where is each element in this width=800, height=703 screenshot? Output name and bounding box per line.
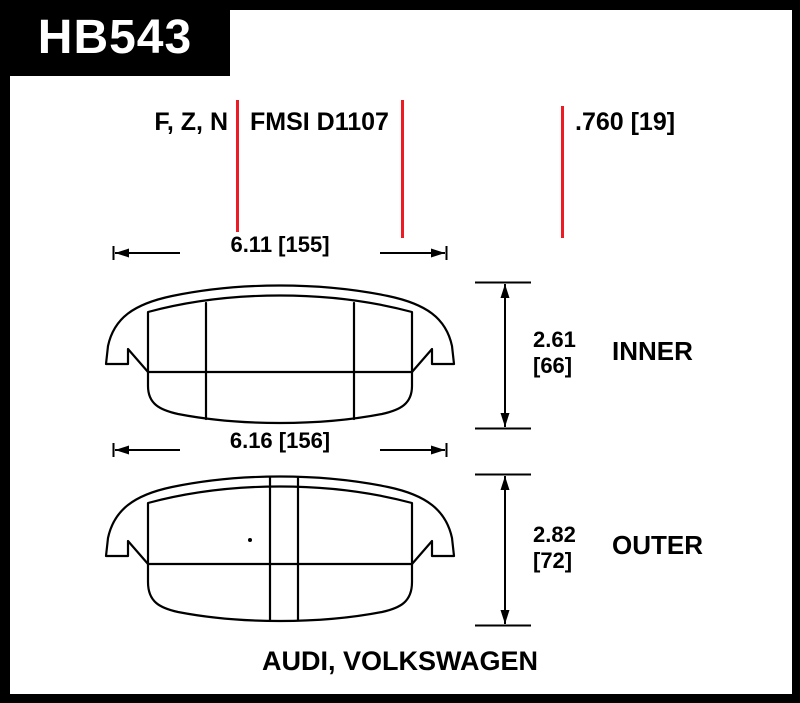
outer-pad-drawing [104, 475, 456, 623]
outer-height-mm: [72] [533, 548, 573, 573]
outer-height-dimension: 2.82 [72] [533, 522, 576, 574]
inner-height-in: 2.61 [533, 327, 576, 352]
red-guide-line-3 [561, 106, 564, 238]
red-guide-line-2 [401, 100, 404, 238]
outer-height-in: 2.82 [533, 522, 576, 547]
inner-height-arrow [475, 281, 531, 430]
compounds-label: F, Z, N [154, 108, 228, 136]
frame-right [792, 0, 800, 703]
application-label: AUDI, VOLKSWAGEN [261, 646, 538, 676]
inner-width-dimension: 6.11 [155] [180, 232, 380, 258]
part-number: HB543 [37, 11, 193, 64]
inner-height-mm: [66] [533, 353, 573, 378]
inner-pad-drawing [104, 284, 456, 425]
thickness-label: .760 [19] [575, 108, 676, 136]
inner-pad-label: INNER [612, 336, 693, 366]
outer-pad-label: OUTER [612, 530, 703, 560]
outer-height-arrow [475, 473, 531, 627]
frame-top [0, 0, 800, 10]
part-number-box: HB543 [0, 0, 230, 76]
frame-left [0, 0, 10, 703]
fmsi-label: FMSI D1107 [250, 108, 389, 136]
red-guide-line-1 [236, 100, 239, 238]
inner-height-dimension: 2.61 [66] [533, 327, 576, 379]
frame-bottom [0, 694, 800, 703]
outer-width-dimension: 6.16 [156] [180, 428, 380, 454]
